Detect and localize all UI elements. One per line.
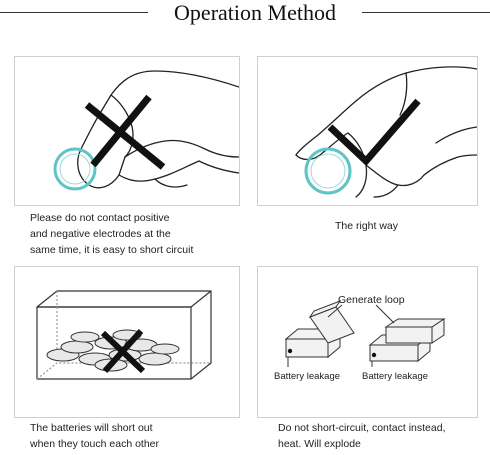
batteries-in-box-icon	[15, 267, 239, 417]
caption-line: when they touch each other	[30, 436, 159, 452]
panel-right-grip	[257, 56, 478, 206]
header-rule-left	[0, 12, 148, 13]
caption-battery-loop: Do not short-circuit, contact instead, h…	[278, 420, 446, 452]
page-title: Operation Method	[148, 0, 362, 26]
panel-batteries-box	[14, 266, 240, 418]
caption-line: heat. Will explode	[278, 436, 446, 452]
caption-right-grip: The right way	[335, 218, 398, 234]
caption-batteries-box: The batteries will short out when they t…	[30, 420, 159, 452]
panel-battery-loop: Generate loop Battery leakage Battery le…	[257, 266, 478, 418]
caption-line: The batteries will short out	[30, 420, 159, 436]
caption-wrong-grip: Please do not contact positive and negat…	[30, 210, 193, 258]
label-battery-leakage-right: Battery leakage	[362, 371, 428, 382]
caption-line: Please do not contact positive	[30, 210, 193, 226]
caption-line: and negative electrodes at the	[30, 226, 193, 242]
label-battery-leakage-left: Battery leakage	[274, 371, 340, 382]
panel-wrong-grip	[14, 56, 240, 206]
caption-line: The right way	[335, 218, 398, 234]
hand-right-grip-icon	[258, 57, 477, 205]
header: Operation Method	[0, 0, 490, 26]
header-rule-right	[362, 12, 490, 13]
caption-line: same time, it is easy to short circuit	[30, 242, 193, 258]
battery-loop-icon: Generate loop Battery leakage Battery le…	[258, 267, 477, 417]
label-generate-loop: Generate loop	[338, 294, 405, 306]
hand-wrong-grip-icon	[15, 57, 239, 205]
caption-line: Do not short-circuit, contact instead,	[278, 420, 446, 436]
